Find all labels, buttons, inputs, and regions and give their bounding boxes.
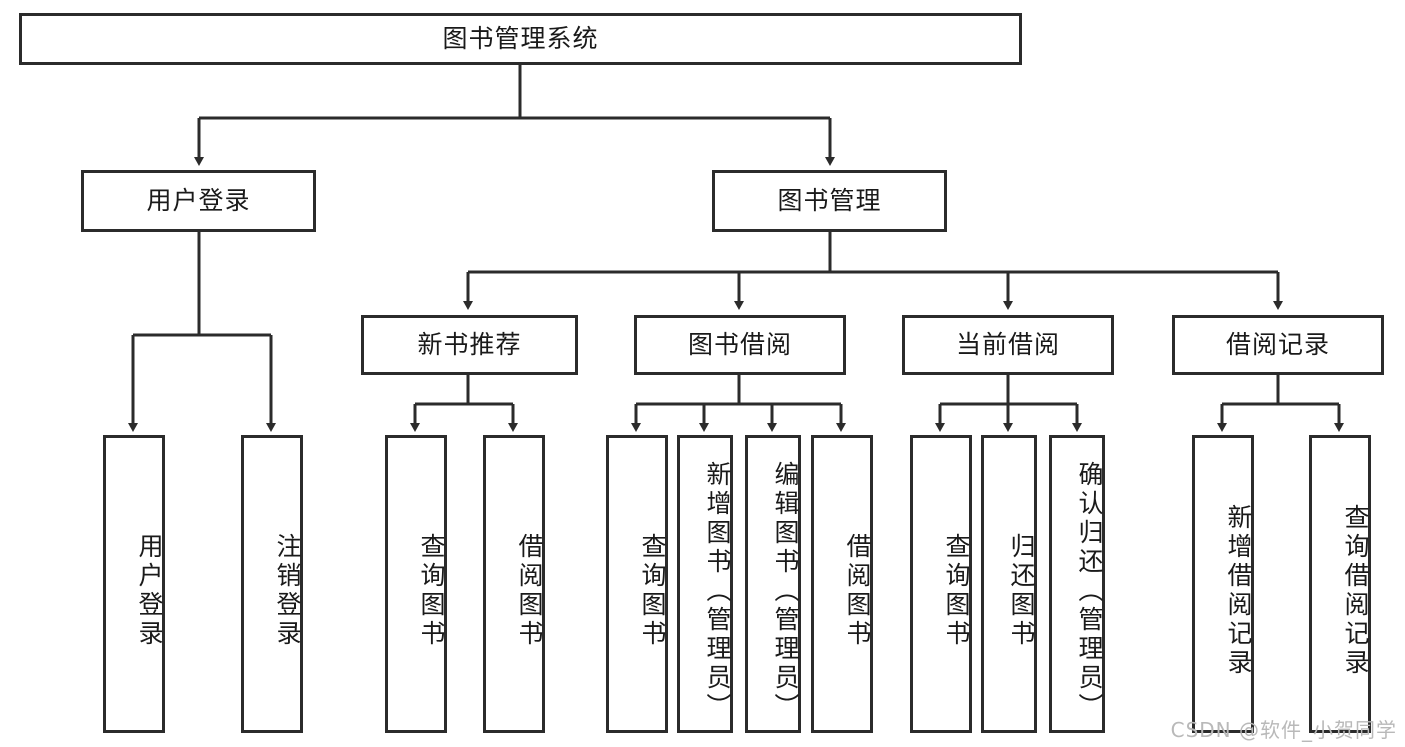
node-leaf-logout[interactable]: 注销登录	[241, 435, 303, 733]
node-label: 注销登录	[273, 533, 302, 649]
node-leaf-query-book-borrow[interactable]: 查询图书	[606, 435, 668, 733]
node-label: 借阅图书	[843, 533, 872, 649]
node-leaf-query-borrow-record[interactable]: 查询借阅记录	[1309, 435, 1371, 733]
node-label: 图书管理	[777, 186, 882, 216]
node-borrow-record[interactable]: 借阅记录	[1172, 315, 1384, 375]
node-leaf-confirm-return-admin[interactable]: 确认归还（管理员）	[1049, 435, 1105, 733]
node-label: 查询图书	[942, 533, 971, 649]
node-label: 查询借阅记录	[1341, 504, 1370, 678]
csdn-watermark: CSDN @软件_小贺同学	[1170, 718, 1397, 742]
node-label: 编辑图书（管理员）	[771, 460, 800, 722]
node-label: 新增图书（管理员）	[703, 460, 732, 722]
node-root-book-management-system[interactable]: 图书管理系统	[19, 13, 1022, 65]
node-leaf-add-book-admin[interactable]: 新增图书（管理员）	[677, 435, 733, 733]
node-leaf-borrow-book-recommend[interactable]: 借阅图书	[483, 435, 545, 733]
node-label: 用户登录	[146, 186, 251, 216]
node-label: 新书推荐	[417, 330, 522, 360]
node-leaf-return-book[interactable]: 归还图书	[981, 435, 1037, 733]
node-label: 新增借阅记录	[1224, 504, 1253, 678]
node-leaf-query-book-recommend[interactable]: 查询图书	[385, 435, 447, 733]
node-label: 借阅图书	[515, 533, 544, 649]
node-book-management[interactable]: 图书管理	[712, 170, 947, 232]
node-leaf-borrow-book[interactable]: 借阅图书	[811, 435, 873, 733]
node-user-login[interactable]: 用户登录	[81, 170, 316, 232]
node-label: 查询图书	[638, 533, 667, 649]
node-new-book-recommend[interactable]: 新书推荐	[361, 315, 578, 375]
node-label: 当前借阅	[955, 330, 1060, 360]
node-book-borrow[interactable]: 图书借阅	[634, 315, 846, 375]
node-label: 用户登录	[135, 533, 164, 649]
node-label: 确认归还（管理员）	[1075, 460, 1104, 722]
node-leaf-edit-book-admin[interactable]: 编辑图书（管理员）	[745, 435, 801, 733]
node-leaf-user-login[interactable]: 用户登录	[103, 435, 165, 733]
node-leaf-query-book-current[interactable]: 查询图书	[910, 435, 972, 733]
node-label: 图书管理系统	[442, 24, 599, 54]
node-label: 归还图书	[1007, 533, 1036, 649]
node-label: 借阅记录	[1225, 330, 1330, 360]
node-label: 查询图书	[417, 533, 446, 649]
node-leaf-add-borrow-record[interactable]: 新增借阅记录	[1192, 435, 1254, 733]
node-label: 图书借阅	[687, 330, 792, 360]
node-current-borrow[interactable]: 当前借阅	[902, 315, 1114, 375]
